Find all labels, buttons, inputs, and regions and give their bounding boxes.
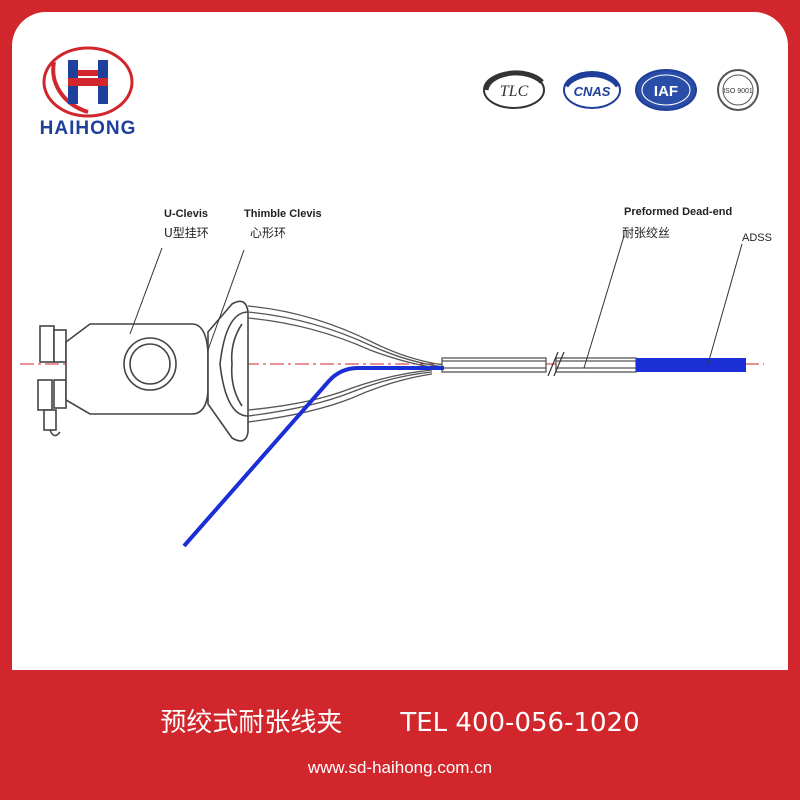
brand-name: HAIHONG: [39, 118, 137, 139]
label-u-clevis-cn: U型挂环: [164, 226, 209, 240]
footer-banner: 预绞式耐张线夹 TEL 400-056-1020 www.sd-haihong.c…: [0, 670, 800, 800]
thimble-clevis-part: [207, 300, 249, 442]
u-clevis-part: [37, 323, 209, 437]
cert-label-tlc: TLC: [500, 83, 529, 100]
certification-logos: TLC CNAS IAF ISO 9001: [483, 69, 759, 111]
label-preformed-en: Preformed Dead-end: [624, 206, 733, 218]
cert-label-iaf: IAF: [654, 83, 678, 100]
iso-seal-icon: ISO 9001: [717, 69, 759, 111]
haihong-logo-icon: [42, 46, 134, 118]
dead-end-assembly-diagram: [20, 235, 764, 548]
label-u-clevis-en: U-Clevis: [164, 208, 209, 220]
footer-website-link[interactable]: www.sd-haihong.com.cn: [307, 758, 493, 777]
cert-label-cnas: CNAS: [574, 84, 611, 99]
label-adss: ADSS: [742, 232, 772, 244]
cert-label-iso: ISO 9001: [723, 88, 753, 95]
cnas-logo-icon: CNAS: [563, 71, 621, 109]
content-panel: HAIHONG TLC CNAS IAF ISO 9001: [12, 12, 788, 670]
footer-product-title: 预绞式耐张线夹: [160, 708, 343, 738]
label-thimble-clevis-cn: 心形环: [250, 226, 287, 240]
adss-cable-exit: [636, 358, 746, 372]
footer-line-1: 预绞式耐张线夹 TEL 400-056-1020: [0, 702, 800, 739]
adss-cable: [182, 366, 444, 548]
tlc-logo-icon: TLC: [483, 70, 545, 109]
label-preformed-cn: 耐张绞丝: [622, 226, 671, 240]
iaf-logo-icon: IAF: [635, 69, 697, 111]
label-thimble-clevis-en: Thimble Clevis: [244, 208, 322, 220]
footer-tel: TEL 400-056-1020: [400, 708, 640, 738]
